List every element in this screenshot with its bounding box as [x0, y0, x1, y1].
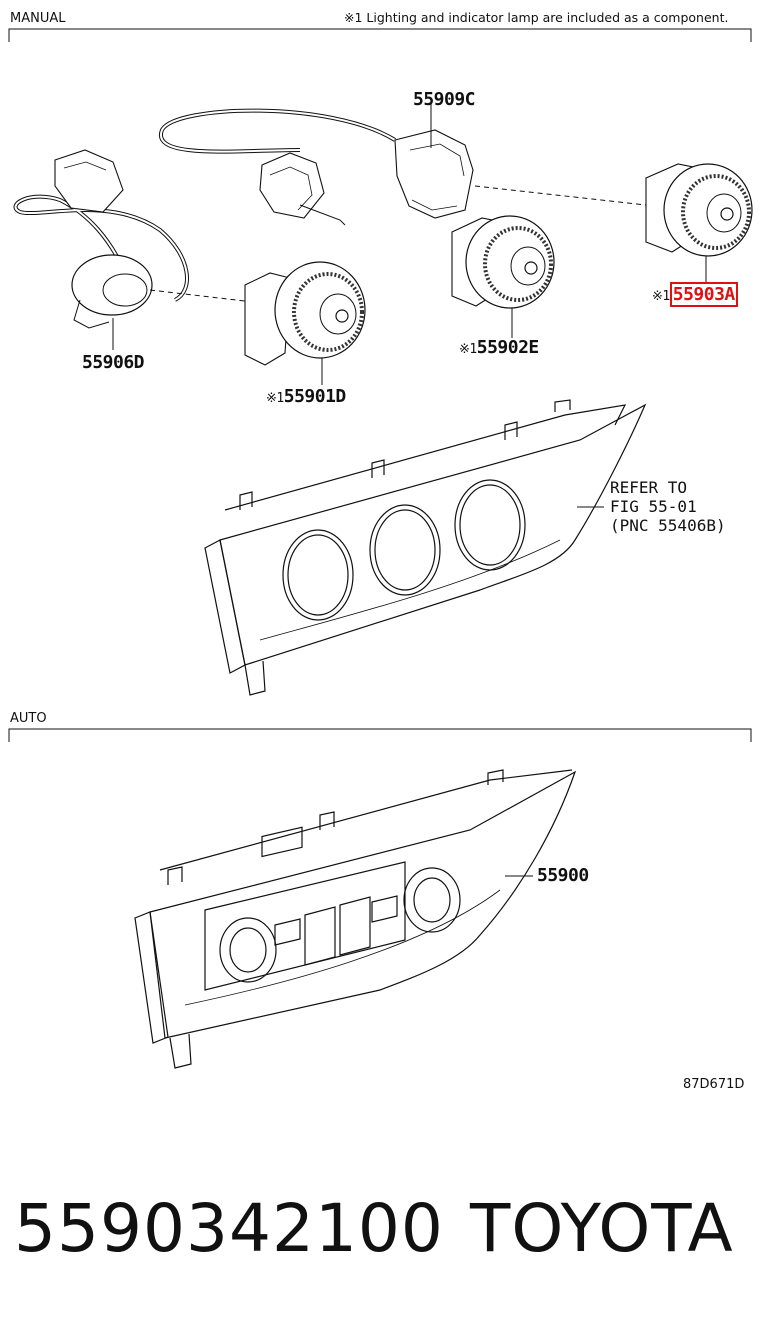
harness-55906d — [13, 149, 189, 329]
connector-dash-55901d — [149, 289, 263, 304]
section-label-auto: AUTO — [10, 711, 47, 726]
callout-55901d: ※155901D — [266, 386, 346, 407]
auto-section-bracket — [8, 728, 752, 742]
callout-55900: 55900 — [537, 865, 589, 886]
refer-line-2: FIG 55-01 — [610, 497, 697, 516]
callout-55909c: 55909C — [413, 89, 476, 110]
refer-line-1: REFER TO — [610, 478, 688, 497]
manual-panel — [204, 399, 647, 696]
component-note: ※1 Lighting and indicator lamp are inclu… — [344, 10, 729, 25]
knob-55901d — [244, 261, 366, 366]
marker-55902e: ※1 — [459, 342, 477, 357]
callout-55906d: 55906D — [82, 352, 145, 373]
pnc-55903a-highlighted[interactable]: 55903A — [669, 282, 738, 307]
marker-55901d: ※1 — [266, 391, 284, 406]
pnc-55901d: 55901D — [283, 386, 347, 407]
section-label-manual: MANUAL — [10, 11, 66, 26]
pnc-55902e: 55902E — [476, 337, 540, 358]
brand-name: TOYOTA — [470, 1190, 734, 1267]
diagram-id: 87D671D — [683, 1077, 745, 1092]
marker-55903a: ※1 — [652, 289, 670, 304]
manual-section-bracket — [8, 28, 752, 42]
part-number: 5590342100 — [14, 1190, 444, 1267]
knob-55902e — [451, 215, 555, 309]
knob-55903a — [645, 163, 753, 257]
refer-line-3: (PNC 55406B) — [610, 516, 726, 535]
auto-panel — [134, 769, 577, 1069]
harness-55909c — [158, 108, 474, 226]
callout-55902e: ※155902E — [459, 337, 539, 358]
connector-dash-55903a — [474, 185, 647, 206]
